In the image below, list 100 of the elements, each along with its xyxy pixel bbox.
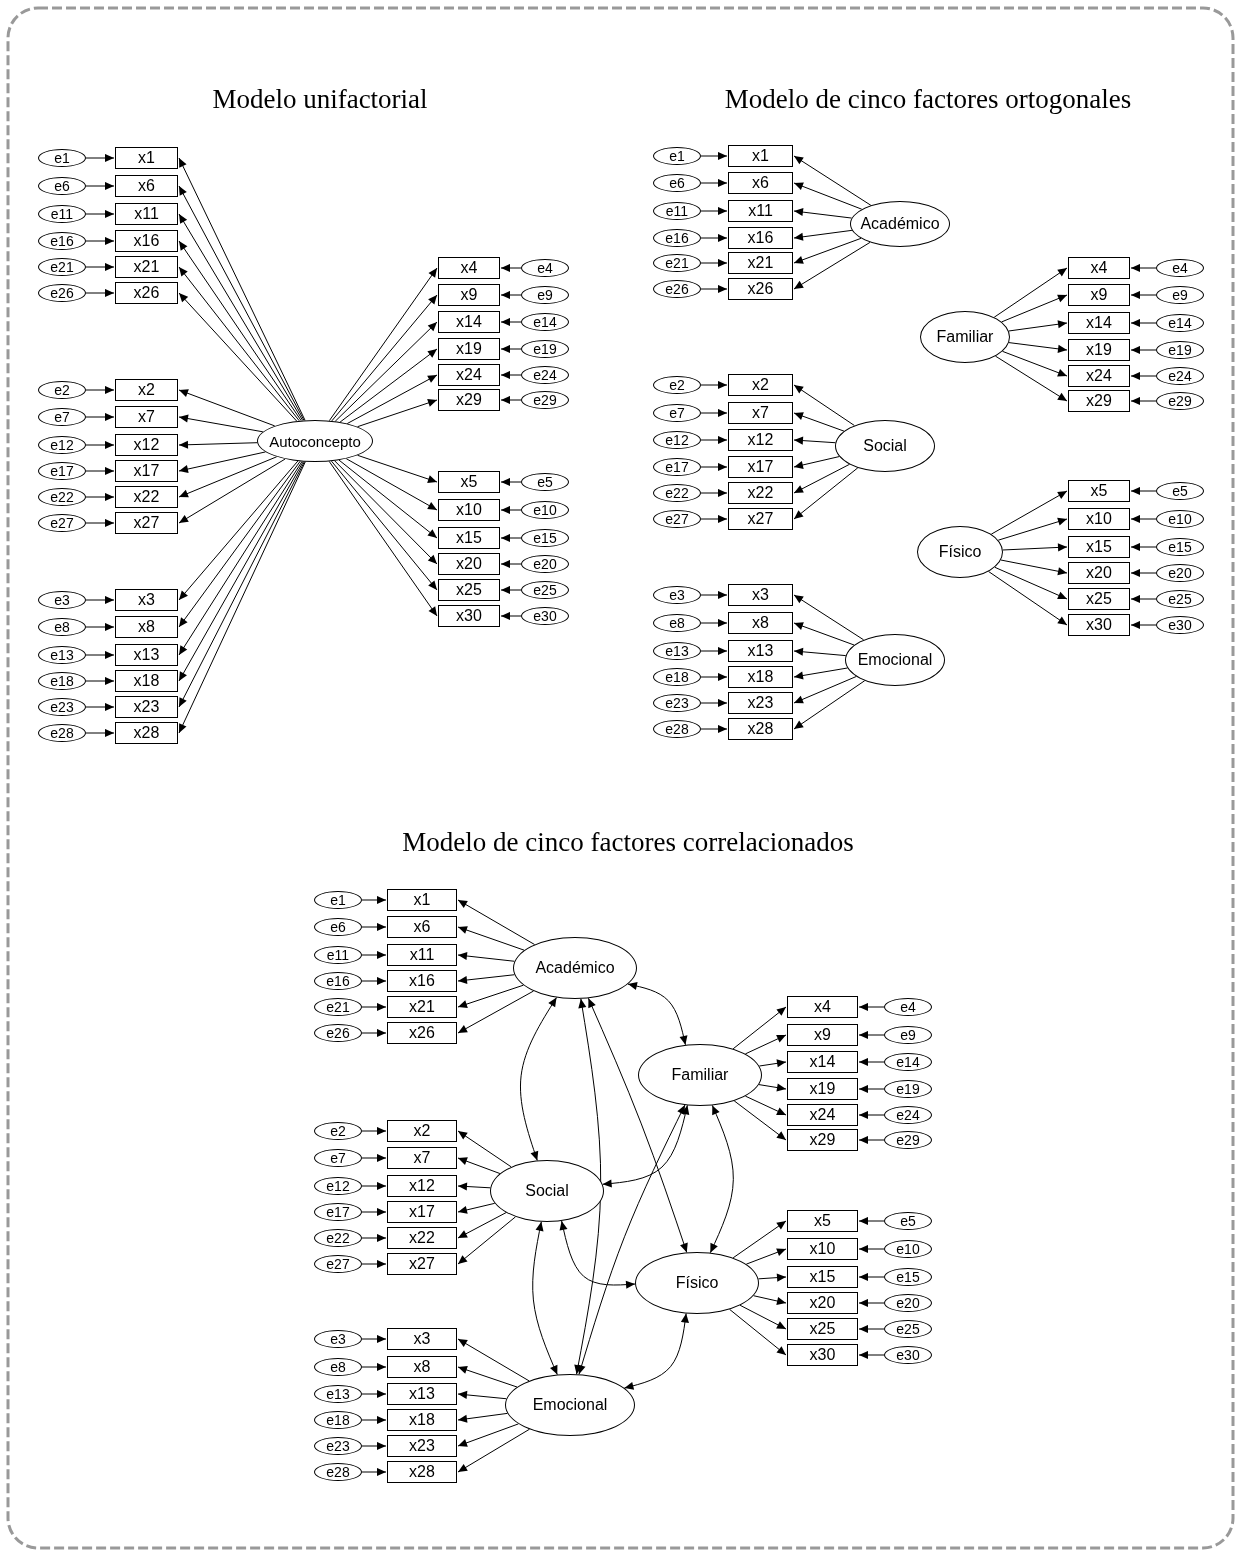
arrow: [1130, 290, 1157, 300]
latent-factor-ellipse: Físico: [635, 1252, 759, 1314]
arrow: [85, 288, 115, 298]
latent-factor-ellipse: Familiar: [638, 1044, 762, 1106]
arrow: [793, 463, 851, 494]
model-title: Modelo de cinco factores ortogonales: [724, 84, 1132, 115]
arrow: [858, 1272, 885, 1282]
double-headed-arrow: [709, 1104, 734, 1254]
error-term-oval: e27: [653, 510, 701, 528]
observed-variable-box: x17: [115, 460, 178, 482]
observed-variable-box: x21: [728, 252, 793, 274]
observed-variable-box: x6: [115, 175, 178, 197]
arrow: [85, 181, 115, 191]
observed-variable-box: x2: [728, 374, 793, 396]
arrow: [753, 1295, 787, 1305]
arrow: [178, 414, 264, 433]
latent-factor-ellipse: Académico: [850, 201, 950, 247]
latent-factor-ellipse: Familiar: [920, 311, 1010, 363]
error-term-oval: e3: [653, 586, 701, 604]
observed-variable-box: x29: [1068, 390, 1130, 412]
arrow: [500, 585, 522, 595]
error-term-oval: e30: [1156, 616, 1204, 634]
arrow: [858, 1324, 885, 1334]
error-term-oval: e14: [884, 1053, 932, 1071]
error-term-oval: e28: [314, 1463, 362, 1481]
arrow: [1008, 320, 1068, 332]
error-term-oval: e22: [653, 484, 701, 502]
observed-variable-box: x19: [438, 338, 500, 360]
error-term-oval: e17: [38, 462, 86, 480]
observed-variable-box: x1: [387, 889, 457, 911]
double-headed-arrow: [627, 982, 688, 1046]
arrow: [328, 267, 438, 422]
arrow: [346, 374, 438, 425]
error-term-oval: e19: [521, 340, 569, 358]
arrow: [457, 1157, 501, 1175]
error-term-oval: e21: [653, 254, 701, 272]
arrow: [700, 646, 728, 656]
arrow: [361, 1233, 387, 1243]
observed-variable-box: x18: [728, 666, 793, 688]
arrow: [178, 460, 299, 601]
observed-variable-box: x11: [728, 200, 793, 222]
arrow: [758, 1083, 787, 1092]
arrow: [1130, 345, 1157, 355]
arrow: [793, 467, 859, 520]
arrow: [500, 290, 522, 300]
latent-factor-ellipse: Académico: [513, 937, 637, 999]
arrow: [85, 209, 115, 219]
arrow: [700, 380, 728, 390]
arrow: [457, 1216, 516, 1265]
arrow: [361, 895, 387, 905]
arrow: [178, 458, 286, 524]
observed-variable-box: x23: [115, 696, 178, 718]
double-headed-arrow: [577, 1104, 686, 1375]
error-term-oval: e12: [314, 1177, 362, 1195]
error-term-oval: e5: [521, 473, 569, 491]
arrow: [990, 490, 1068, 535]
arrow: [700, 151, 728, 161]
arrow: [1130, 542, 1157, 552]
arrow: [700, 618, 728, 628]
error-term-oval: e16: [314, 972, 362, 990]
error-term-oval: e29: [1156, 392, 1204, 410]
error-term-oval: e25: [1156, 590, 1204, 608]
arrow: [732, 1220, 787, 1259]
error-term-oval: e28: [38, 724, 86, 742]
error-term-oval: e22: [314, 1229, 362, 1247]
arrow: [858, 1216, 885, 1226]
error-term-oval: e12: [38, 436, 86, 454]
arrow: [1002, 350, 1068, 377]
observed-variable-box: x28: [387, 1461, 457, 1483]
arrow: [178, 440, 258, 449]
error-term-oval: e15: [521, 529, 569, 547]
error-term-oval: e19: [884, 1080, 932, 1098]
arrow: [457, 1366, 518, 1388]
error-term-oval: e18: [653, 668, 701, 686]
arrow: [500, 505, 522, 515]
error-term-oval: e18: [38, 672, 86, 690]
observed-variable-box: x7: [387, 1147, 457, 1169]
arrow: [700, 488, 728, 498]
double-headed-arrow: [574, 998, 602, 1375]
error-term-oval: e28: [653, 720, 701, 738]
error-term-oval: e30: [521, 607, 569, 625]
error-term-oval: e16: [653, 229, 701, 247]
observed-variable-box: x17: [387, 1201, 457, 1223]
error-term-oval: e13: [38, 646, 86, 664]
error-term-oval: e4: [884, 998, 932, 1016]
arrow: [700, 206, 728, 216]
arrow: [178, 266, 300, 422]
observed-variable-box: x8: [115, 616, 178, 638]
observed-variable-box: x30: [787, 1344, 858, 1366]
arrow: [793, 647, 847, 657]
arrow: [858, 1030, 885, 1040]
error-term-oval: e1: [38, 149, 86, 167]
arrow: [361, 1126, 387, 1136]
arrow: [858, 1002, 885, 1012]
error-term-oval: e16: [38, 232, 86, 250]
arrow: [700, 698, 728, 708]
arrow: [85, 153, 115, 163]
arrow: [334, 321, 438, 422]
observed-variable-box: x5: [787, 1210, 858, 1232]
error-term-oval: e9: [521, 286, 569, 304]
